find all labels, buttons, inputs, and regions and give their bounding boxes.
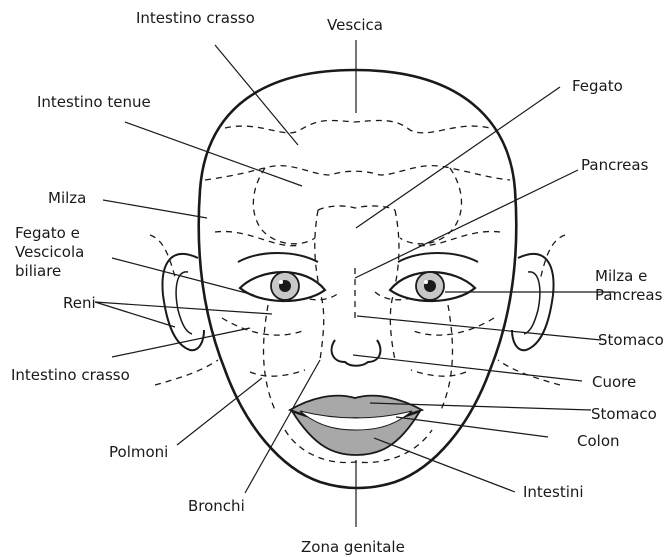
- label-fegato: Fegato: [572, 77, 623, 96]
- label-intestino-crasso-top: Intestino crasso: [136, 9, 255, 28]
- label-fegato-vescicola: Fegato e Vescicola biliare: [15, 224, 84, 281]
- label-line: Vescicola: [15, 243, 84, 262]
- label-vescica: Vescica: [327, 16, 383, 35]
- label-zona-genitale: Zona genitale: [301, 538, 405, 557]
- right-ear-inner: [524, 272, 540, 334]
- label-colon: Colon: [577, 432, 620, 451]
- label-intestino-crasso-left: Intestino crasso: [11, 366, 130, 385]
- label-cuore: Cuore: [592, 373, 636, 392]
- label-line: Pancreas: [595, 286, 662, 305]
- left-eyebrow: [238, 253, 318, 262]
- label-intestino-tenue: Intestino tenue: [37, 93, 151, 112]
- label-intestini: Intestini: [523, 483, 584, 502]
- label-line: Milza e: [595, 267, 662, 286]
- label-line: biliare: [15, 262, 84, 281]
- left-eye: [240, 272, 325, 301]
- left-ear-inner: [176, 272, 192, 334]
- label-milza-pancreas: Milza e Pancreas: [595, 267, 662, 305]
- right-eye: [390, 272, 475, 301]
- label-stomaco-right: Stomaco: [598, 331, 664, 350]
- right-ear: [512, 254, 554, 350]
- label-line: Fegato e: [15, 224, 84, 243]
- left-ear: [162, 254, 204, 350]
- label-reni: Reni: [63, 294, 96, 313]
- label-polmoni: Polmoni: [109, 443, 168, 462]
- label-bronchi: Bronchi: [188, 497, 245, 516]
- right-eyebrow: [398, 253, 478, 262]
- label-pancreas: Pancreas: [581, 156, 648, 175]
- label-stomaco-mouth: Stomaco: [591, 405, 657, 424]
- nose: [332, 340, 381, 366]
- label-milza: Milza: [48, 189, 86, 208]
